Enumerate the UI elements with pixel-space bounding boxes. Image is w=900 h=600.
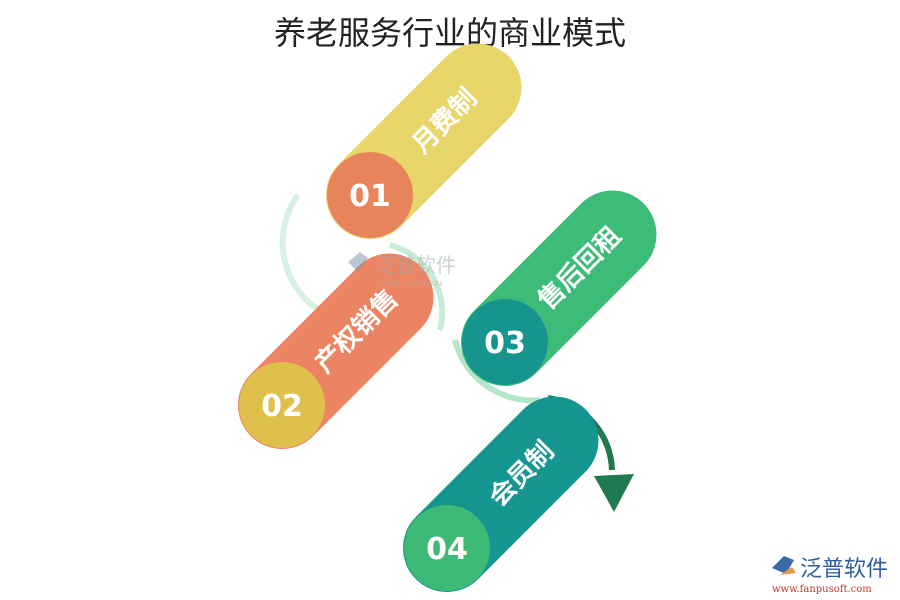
step-number: 04 bbox=[426, 532, 468, 567]
connector-arc-2 bbox=[389, 242, 446, 331]
step-number: 01 bbox=[349, 179, 391, 214]
step-circle bbox=[462, 299, 548, 385]
connector-arc-3 bbox=[452, 339, 541, 404]
arrow-head-icon bbox=[594, 474, 634, 512]
step-circle bbox=[327, 152, 413, 238]
page-title: 养老服务行业的商业模式 bbox=[273, 14, 626, 52]
step-number: 02 bbox=[261, 389, 303, 424]
watermark: 泛普软件 FANPU SOFTWARE bbox=[348, 252, 456, 288]
logo-url: www.fanpusoft.com bbox=[772, 584, 872, 595]
logo-text: 泛普软件 bbox=[800, 557, 888, 582]
step-number: 03 bbox=[484, 326, 526, 361]
watermark-text: 泛普软件 bbox=[376, 253, 456, 277]
step-circle bbox=[404, 505, 490, 591]
logo: 泛普软件 www.fanpusoft.com bbox=[772, 556, 888, 595]
watermark-subtext: FANPU SOFTWARE bbox=[380, 280, 444, 288]
step-circle bbox=[239, 362, 325, 448]
